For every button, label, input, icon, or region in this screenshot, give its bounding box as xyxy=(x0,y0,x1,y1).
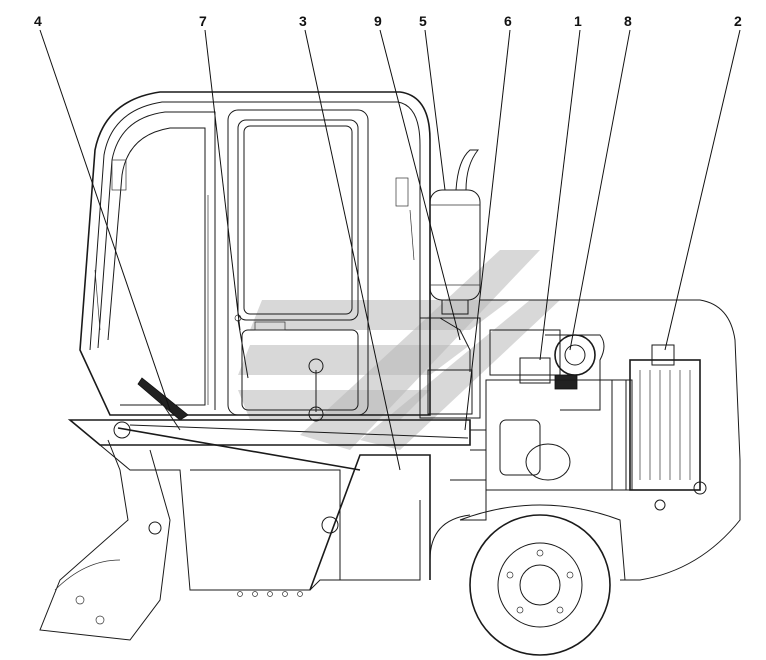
cab xyxy=(79,91,431,431)
chassis-frame xyxy=(39,419,471,641)
callout-6: 6 xyxy=(504,13,512,29)
engine-assembly xyxy=(419,299,741,656)
callout-3: 3 xyxy=(299,13,307,29)
callout-1: 1 xyxy=(574,13,582,29)
callout-labels: 4 7 3 9 5 6 1 8 2 xyxy=(34,13,742,29)
callout-8: 8 xyxy=(624,13,632,29)
bolt-row xyxy=(237,591,303,597)
callout-7: 7 xyxy=(199,13,207,29)
callout-4: 4 xyxy=(34,13,42,29)
leader-lines xyxy=(39,29,741,471)
callout-9: 9 xyxy=(374,13,382,29)
callout-2: 2 xyxy=(734,13,742,29)
callout-5: 5 xyxy=(419,13,427,29)
muffler xyxy=(429,149,481,315)
